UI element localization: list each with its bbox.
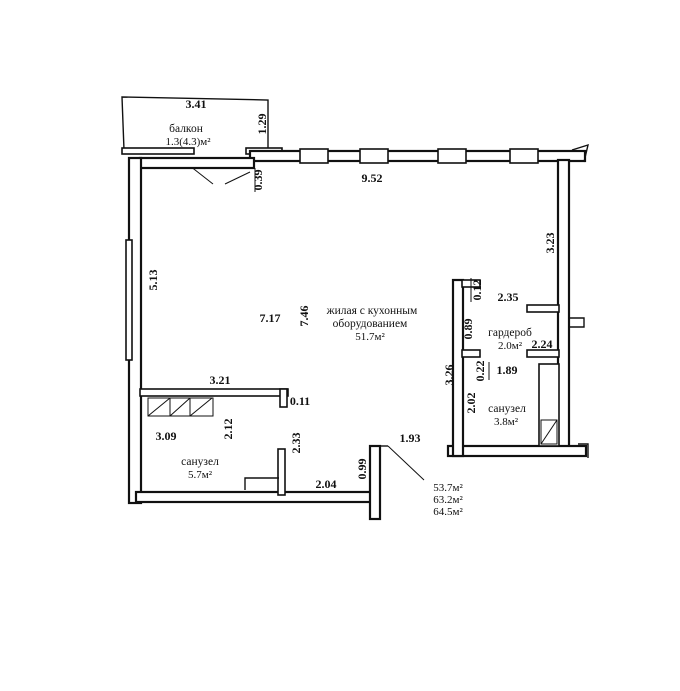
dim-wardrobe-gap: 0.12: [470, 280, 484, 301]
wardrobe-bottom-right: [526, 349, 560, 358]
dim-living-depth: 7.17: [260, 311, 281, 325]
living-name-line2: оборудованием: [333, 318, 408, 330]
dim-balcony-door-wall: 0.39: [251, 170, 265, 191]
outer-walls: [125, 143, 589, 521]
dim-balcony-depth: 1.29: [255, 114, 269, 135]
dim-partition-thickness: 0.11: [290, 394, 310, 408]
balcony-name: балкон: [169, 123, 203, 135]
top-wall-corner: [571, 143, 589, 163]
room-labels: балкон 1.3(4.3)м² жилая с кухонным обору…: [165, 123, 532, 481]
bottom-right-corner: [578, 443, 589, 458]
balcony-area: 1.3(4.3)м²: [165, 136, 211, 148]
dim-corridor-height: 3.26: [442, 365, 456, 386]
dim-wardrobe-depth: 0.89: [461, 319, 475, 340]
entry-door-leaf: [387, 445, 425, 481]
total-area: 63.2м²: [433, 494, 463, 506]
upper-left-wall: [138, 156, 256, 170]
wardrobe-left-wall: [451, 278, 465, 458]
left-window: [125, 239, 133, 361]
partition-end: [279, 388, 288, 408]
bottom-wall: [134, 490, 380, 504]
dim-right-upper: 3.23: [543, 233, 557, 254]
window-1: [299, 148, 329, 164]
dim-entry-wall: 0.99: [355, 459, 369, 480]
dim-partition-length: 3.21: [210, 373, 231, 387]
area-totals: 53.7м² 63.2м² 64.5м²: [433, 482, 463, 518]
fixture-diagonal-1: [147, 397, 171, 417]
wardrobe-bottom-left: [461, 349, 481, 358]
wardrobe-name: гардероб: [488, 327, 532, 339]
balcony-door-leaf-right: [224, 171, 251, 185]
balcony-wall-left: [121, 147, 195, 155]
window-2: [359, 148, 389, 164]
dimension-labels: 3.41 1.29 0.39 9.52 3.23 5.13 7.17 7.46 …: [146, 97, 557, 491]
wardrobe-top-right: [526, 304, 560, 313]
bath-large-fixture: [147, 397, 214, 417]
fixture-diagonal-2: [169, 397, 191, 417]
fixture-diagonal-3: [189, 397, 213, 417]
bath-large-name: санузел: [181, 456, 219, 468]
dim-left-wall: 5.13: [146, 270, 160, 291]
dim-bath-large-right: 2.33: [289, 433, 303, 454]
dim-wardrobe-width: 2.35: [498, 290, 519, 304]
bath-small-area: 3.8м²: [494, 416, 519, 428]
dim-bath-gap: 0.22: [473, 361, 487, 382]
dim-bath-small-width: 1.89: [497, 363, 518, 377]
entry-wall: [368, 444, 382, 521]
wardrobe-area: 2.0м²: [498, 340, 523, 352]
window-4: [509, 148, 539, 164]
dim-bath-large-depth: 2.12: [221, 419, 235, 440]
bath-small-fixture: [538, 363, 560, 447]
total-living-area: 53.7м²: [433, 482, 463, 494]
bath-large-area: 5.7м²: [188, 469, 213, 481]
dim-bath-small-depth: 2.02: [464, 393, 478, 414]
window-3: [437, 148, 467, 164]
balcony-outline: [121, 96, 269, 151]
total-full-area: 64.5м²: [433, 506, 463, 518]
dimension-markers: [254, 168, 490, 380]
living-area: 51.7м²: [355, 331, 385, 343]
dim-living-depth-inner: 7.46: [297, 306, 311, 327]
dim-wardrobe-side: 2.24: [532, 337, 553, 351]
right-wall-notch: [568, 317, 585, 328]
bottom-right-wall: [446, 444, 588, 458]
dim-balcony-width: 3.41: [186, 97, 207, 111]
living-name-line1: жилая с кухонным: [326, 305, 418, 317]
dim-entry-width: 1.93: [400, 431, 421, 445]
partitions: [139, 279, 560, 496]
shower-tray: [540, 419, 558, 445]
dim-top-wall: 9.52: [362, 171, 383, 185]
shower-diagonal: [540, 419, 558, 445]
bath-large-top-wall: [139, 388, 289, 397]
dim-bath-large-width: 3.09: [156, 429, 177, 443]
bath-large-door-jamb: [244, 477, 279, 490]
bath-large-right-wall: [277, 448, 286, 496]
bath-small-name: санузел: [488, 403, 526, 415]
dim-bottom-wall: 2.04: [316, 477, 337, 491]
